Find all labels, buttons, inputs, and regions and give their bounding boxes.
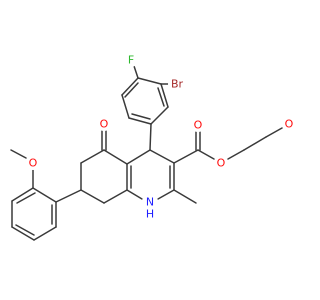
methoxy-oxygen-label: O [29,157,38,170]
bond-layer [10,65,283,241]
bond [137,77,162,85]
bond [11,226,35,241]
molecule-structure: F Br O O O O O N H [10,53,296,241]
bond [80,189,105,204]
bond [128,117,152,125]
bond [10,149,27,159]
ketone-oxygen-label: O [100,118,109,131]
bond [16,192,36,204]
ester-oxygen-atom: O [214,156,228,170]
bond [121,77,139,96]
ester-oxygen-label: O [217,157,226,170]
ketone-oxygen-atom: O [97,117,111,131]
fluorine-label: F [128,54,134,67]
bond [103,149,128,165]
bond [11,187,34,202]
bond [157,87,165,107]
amine-hydrogen-label: H [146,208,154,221]
bond [197,149,215,160]
bond [103,189,128,204]
amine-nitrogen-label: N [146,196,154,209]
bond [33,226,57,241]
ester-carbonyl-oxygen-label: O [194,119,203,132]
bond [149,149,175,164]
ester-carbonyl-oxygen-atom: O [191,118,205,132]
bond [32,187,57,203]
amine-nitrogen-atom: N H [142,194,158,221]
bond [15,224,35,236]
fluorine-atom: F [124,53,138,67]
bond [55,189,82,203]
ether-oxygen-label: O [285,118,294,131]
bond [243,136,267,151]
bond [160,83,169,108]
bond [227,149,245,160]
ether-oxygen-atom: O [282,117,296,131]
bond [133,65,139,79]
bond [121,94,130,119]
bond [80,149,105,164]
bromine-atom: Br [168,75,186,93]
bond [149,123,152,151]
bond [131,113,151,120]
bond [173,149,199,164]
bond [157,189,175,200]
bond [265,127,283,138]
bond [173,189,197,204]
bond [126,149,151,165]
methoxy-oxygen-atom: O [26,156,40,170]
bond [126,189,143,200]
bond [124,82,139,98]
bond [150,106,169,125]
bromine-label: Br [171,78,184,91]
atom-label-layer: F Br O O O O O N H [26,53,296,221]
